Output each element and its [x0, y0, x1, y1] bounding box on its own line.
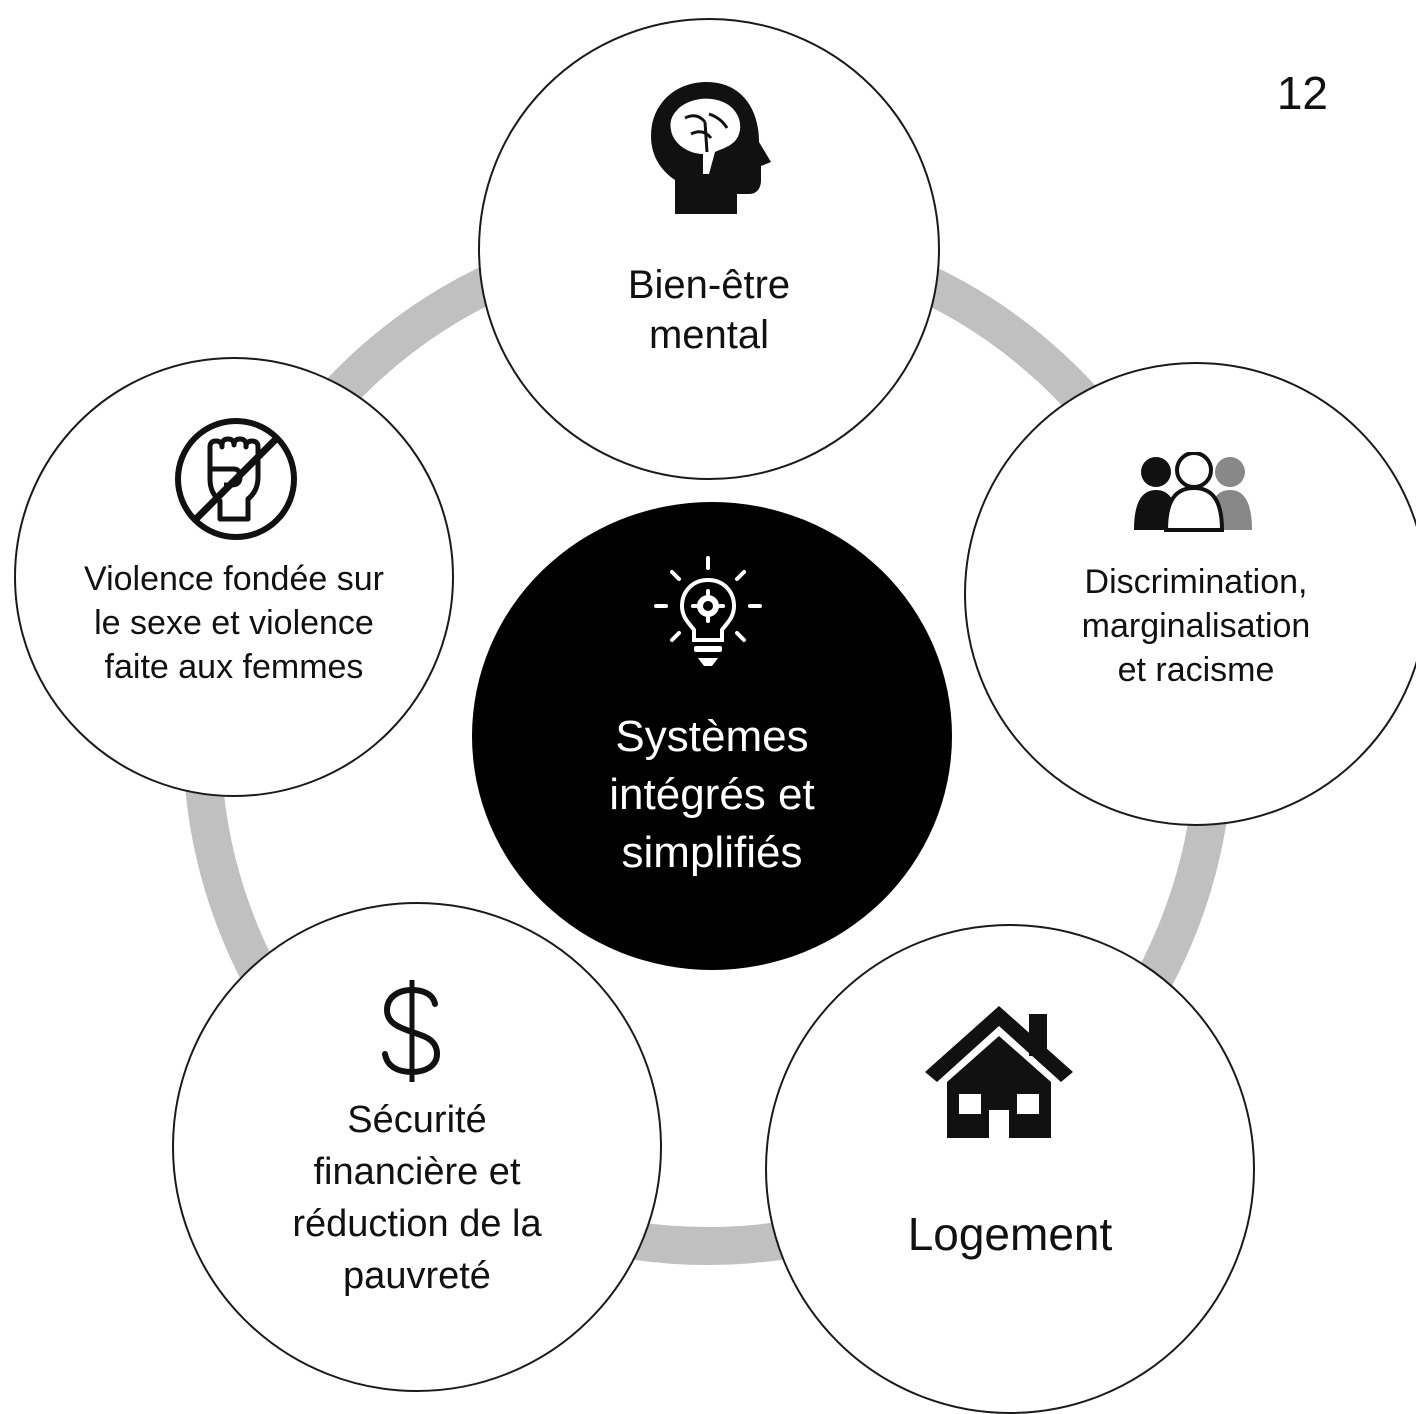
lightbulb-gear-icon: [654, 556, 762, 666]
label-line: Discrimination,: [1084, 563, 1308, 601]
label-line: financière et: [313, 1151, 521, 1193]
center-label: Systèmes intégrés et simplifiés: [472, 708, 952, 882]
label-line: simplifiés: [621, 828, 803, 877]
node-gender-violence: Violence fondée sur le sexe et violence …: [14, 357, 454, 797]
node-financial-security: Sécurité financière et réduction de la p…: [172, 902, 662, 1392]
node-label: Bien-être mental: [480, 260, 938, 360]
label-line: le sexe et violence: [94, 604, 374, 642]
label-line: intégrés et: [609, 770, 815, 819]
node-center-integrated-systems: Systèmes intégrés et simplifiés: [472, 502, 952, 970]
node-label: Discrimination, marginalisation et racis…: [966, 560, 1416, 692]
label-line: réduction de la: [292, 1203, 542, 1245]
label-line: Sécurité: [347, 1099, 487, 1141]
people-group-icon: [1134, 452, 1252, 532]
node-label: Violence fondée sur le sexe et violence …: [16, 557, 452, 689]
brain-head-icon: [651, 82, 771, 214]
label-line: Systèmes: [615, 712, 809, 761]
node-housing: Logement: [765, 924, 1255, 1414]
label-line: Bien-être: [627, 263, 791, 307]
house-icon: [925, 1006, 1073, 1138]
node-label: Logement: [767, 1206, 1253, 1262]
label-line: pauvreté: [343, 1255, 491, 1297]
page-number: 12: [1276, 67, 1328, 119]
label-line: et racisme: [1117, 651, 1275, 689]
label-line: Violence fondée sur: [84, 560, 384, 598]
label-line: marginalisation: [1081, 607, 1311, 645]
node-discrimination: Discrimination, marginalisation et racis…: [964, 362, 1416, 826]
dollar-icon: [382, 980, 441, 1082]
node-mental-wellbeing: Bien-être mental: [478, 18, 940, 480]
label-line: mental: [648, 313, 770, 357]
label-line: Logement: [907, 1208, 1113, 1260]
node-label: Sécurité financière et réduction de la p…: [174, 1094, 660, 1302]
no-fist-icon: [175, 418, 297, 540]
label-line: faite aux femmes: [104, 648, 364, 686]
